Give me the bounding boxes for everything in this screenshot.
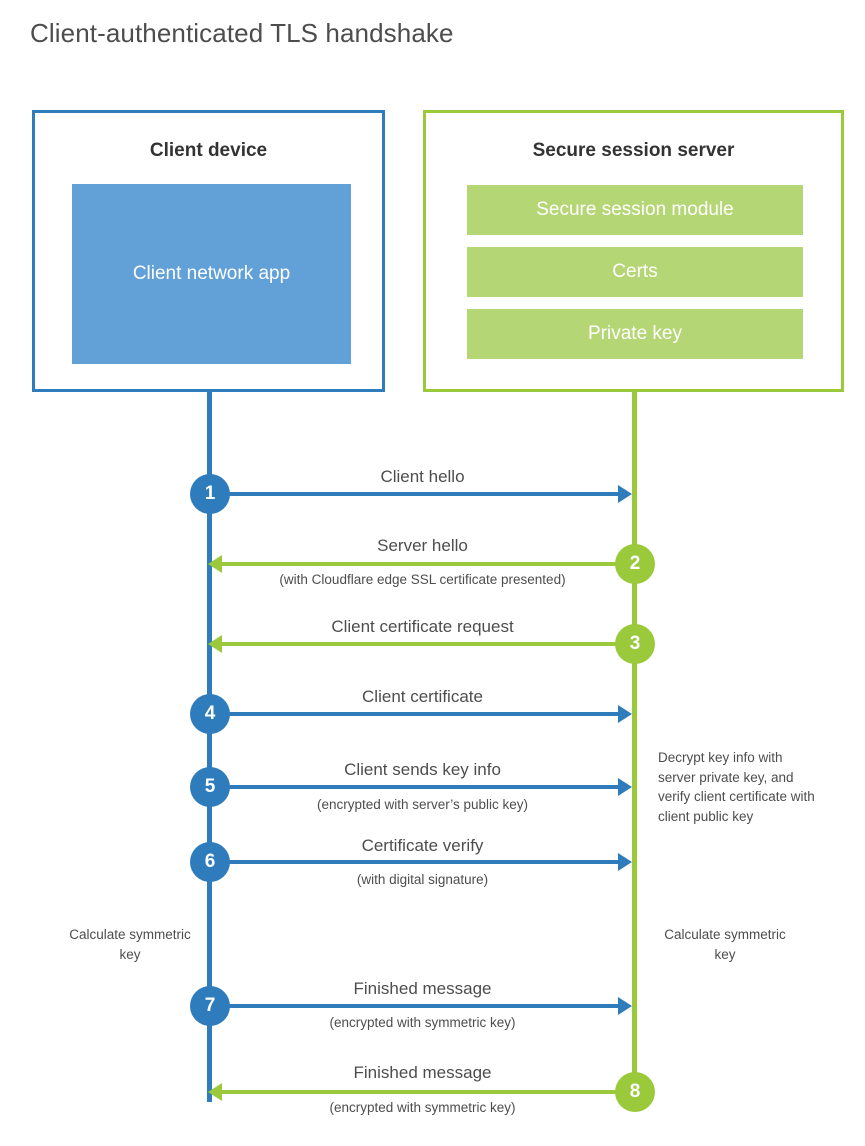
step-5-label: Client sends key info <box>344 760 501 779</box>
step-7-label: Finished message <box>353 979 492 998</box>
step-6-sublabel: (with digital signature) <box>356 872 489 887</box>
step-5-arrow-head-icon <box>618 778 632 796</box>
step-7-circle: 7 <box>190 986 230 1026</box>
step-5-arrow-shaft <box>210 785 620 789</box>
step-2-label: Server hello <box>377 536 468 555</box>
step-7-arrow-shaft <box>210 1004 620 1008</box>
step-1-arrow-head-icon <box>618 485 632 503</box>
step-2-arrow-head-icon <box>208 555 222 573</box>
step-4-arrow-shaft <box>210 712 620 716</box>
page-title: Client-authenticated TLS handshake <box>30 18 454 48</box>
step-8-circle: 8 <box>615 1072 655 1112</box>
secure-session-server-box: Secure session server Secure session mod… <box>423 110 844 392</box>
step-2-sublabel: (with Cloudflare edge SSL certificate pr… <box>279 572 566 587</box>
step-3-circle: 3 <box>615 624 655 664</box>
step-4-circle: 4 <box>190 694 230 734</box>
step-5-circle: 5 <box>190 767 230 807</box>
step-3-arrow-head-icon <box>208 635 222 653</box>
step-1-label: Client hello <box>380 467 465 486</box>
step-7-arrow-head-icon <box>618 997 632 1015</box>
step-3-arrow-shaft <box>222 642 635 646</box>
step-4-arrow-head-icon <box>618 705 632 723</box>
client-device-title: Client device <box>149 140 268 161</box>
step-8-arrow-shaft <box>222 1090 635 1094</box>
step-6-circle: 6 <box>190 842 230 882</box>
step-3-label: Client certificate request <box>331 617 514 636</box>
step-6-arrow-shaft <box>210 860 620 864</box>
step-7-sublabel: (encrypted with symmetric key) <box>329 1015 516 1030</box>
step-8-label: Finished message <box>353 1063 492 1082</box>
server-block-certs: Certs <box>467 247 803 297</box>
step-8-arrow-head-icon <box>208 1083 222 1101</box>
step-8-sublabel: (encrypted with symmetric key) <box>329 1100 516 1115</box>
client-calculate-symmetric-key-note: Calculate symmetric key <box>69 927 191 962</box>
client-device-box: Client device Client network app <box>32 110 385 392</box>
server-calculate-symmetric-key-note: Calculate symmetric key <box>664 927 786 962</box>
server-block-private-key: Private key <box>467 309 803 359</box>
step-6-arrow-head-icon <box>618 853 632 871</box>
server-lifeline <box>632 392 637 1092</box>
client-network-app-block: Client network app <box>72 184 351 364</box>
step-6-label: Certificate verify <box>361 836 484 855</box>
step-2-arrow-shaft <box>222 562 635 566</box>
step-4-label: Client certificate <box>362 687 483 706</box>
secure-session-server-title: Secure session server <box>532 140 735 161</box>
step-5-sublabel: (encrypted with server’s public key) <box>316 797 529 812</box>
step-2-circle: 2 <box>615 544 655 584</box>
client-lifeline <box>207 392 212 1102</box>
server-decrypt-note: Decrypt key info with server private key… <box>658 750 815 824</box>
server-block-secure-session-module: Secure session module <box>467 185 803 235</box>
step-1-arrow-shaft <box>210 492 620 496</box>
step-1-circle: 1 <box>190 474 230 514</box>
